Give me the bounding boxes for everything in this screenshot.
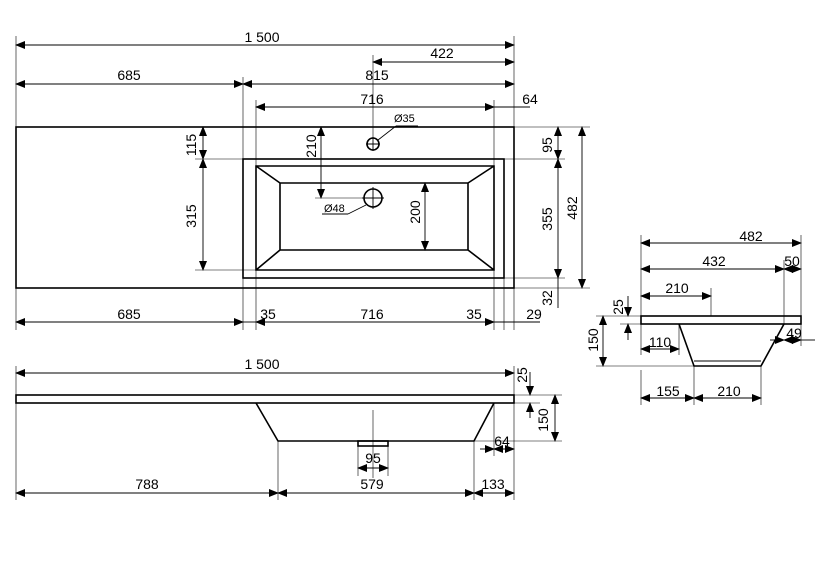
dim-side-432: 432: [702, 253, 726, 269]
dim-top-815: 815: [365, 67, 389, 83]
dim-side-155: 155: [656, 383, 680, 399]
dim-top-482: 482: [564, 196, 580, 220]
dim-bottom-35b: 35: [466, 306, 482, 322]
dim-front-64: 64: [494, 433, 510, 449]
dim-front-150: 150: [535, 408, 551, 432]
top-view: 1 500 422 685 815 716 64 Ø35 Ø48 210: [15, 29, 590, 330]
side-view-slab: [640, 315, 802, 325]
dim-top-95: 95: [539, 137, 555, 153]
dim-bottom-35a: 35: [260, 306, 276, 322]
basin-bevel: [255, 165, 495, 271]
dim-side-210-top: 210: [665, 280, 689, 296]
dim-top-64: 64: [522, 91, 538, 107]
dim-bottom-29: 29: [526, 306, 542, 322]
front-view: 1 500 25 150 64 95 788 579 133: [15, 356, 562, 500]
dim-side-150: 150: [585, 328, 601, 352]
dim-top-210: 210: [303, 134, 319, 158]
front-view-slab: [15, 394, 515, 404]
dim-front-total: 1 500: [244, 356, 279, 372]
dim-top-716: 716: [360, 91, 384, 107]
dim-side-482: 482: [739, 228, 763, 244]
dim-side-110: 110: [649, 334, 672, 350]
dim-top-315: 315: [183, 204, 199, 228]
dim-bottom-716: 716: [360, 306, 384, 322]
dim-top-355: 355: [539, 207, 555, 231]
side-view: 482 432 50 210 25 150 110 49: [585, 228, 815, 405]
dim-front-25: 25: [514, 367, 530, 383]
dim-hole-35: Ø35: [394, 113, 415, 125]
dim-front-95: 95: [365, 450, 381, 466]
dim-front-579: 579: [360, 476, 384, 492]
dim-top-115: 115: [183, 134, 199, 157]
dim-side-49: 49: [786, 325, 802, 341]
dim-side-210-bottom: 210: [717, 383, 741, 399]
front-view-basin: [255, 402, 495, 442]
top-view-outline: [15, 126, 515, 289]
dim-bottom-685: 685: [117, 306, 141, 322]
side-view-basin: [678, 323, 785, 367]
dim-side-50: 50: [784, 253, 800, 269]
basin-outer: [242, 158, 505, 279]
dim-top-422: 422: [430, 45, 454, 61]
dim-top-685: 685: [117, 67, 141, 83]
dim-front-133: 133: [481, 476, 505, 492]
dim-top-32: 32: [539, 290, 555, 306]
dim-top-total: 1 500: [244, 29, 279, 45]
dim-side-25: 25: [610, 299, 626, 315]
dim-front-788: 788: [135, 476, 159, 492]
dim-top-200: 200: [407, 200, 423, 224]
dim-hole-48: Ø48: [324, 203, 345, 215]
